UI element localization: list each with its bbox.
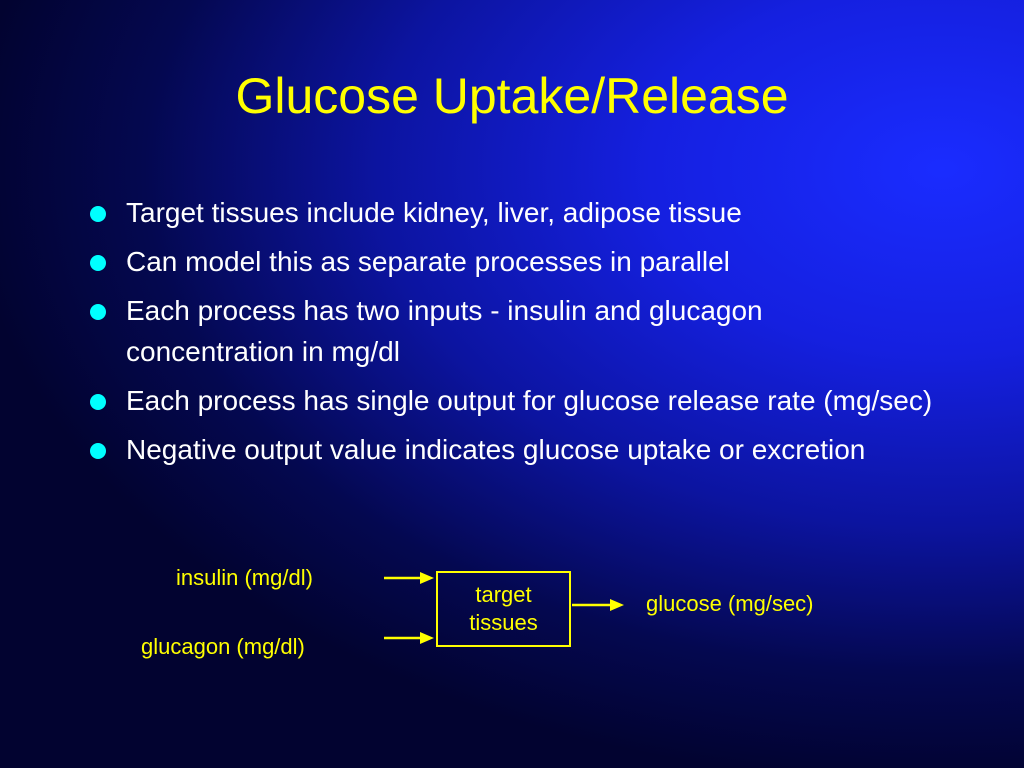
output-arrow-icon	[572, 599, 624, 611]
insulin-arrow-icon	[384, 572, 434, 584]
bullet-text: Can model this as separate processes in …	[126, 246, 730, 277]
bullet-dot-icon	[90, 443, 106, 459]
glucose-output-label: glucose (mg/sec)	[646, 591, 814, 616]
bullet-item: Each process has single output for gluco…	[88, 380, 938, 421]
bullet-dot-icon	[90, 394, 106, 410]
glucagon-input-label: glucagon (mg/dl)	[141, 634, 305, 659]
bullet-text: Target tissues include kidney, liver, ad…	[126, 197, 742, 228]
bullet-text: Negative output value indicates glucose …	[126, 434, 866, 465]
bullet-text: Each process has single output for gluco…	[126, 385, 933, 416]
bullet-item: Can model this as separate processes in …	[88, 241, 938, 282]
slide-title: Glucose Uptake/Release	[235, 68, 789, 124]
bullet-list: Target tissues include kidney, liver, ad…	[88, 192, 938, 478]
bullet-dot-icon	[90, 304, 106, 320]
insulin-input-label: insulin (mg/dl)	[176, 565, 313, 590]
box-line-2: tissues	[469, 610, 538, 635]
bullet-text: Each process has two inputs - insulin an…	[126, 295, 763, 367]
bullet-dot-icon	[90, 206, 106, 222]
glucagon-arrow-icon	[384, 632, 434, 644]
target-tissues-label: target tissues	[469, 581, 537, 637]
bullet-item: Target tissues include kidney, liver, ad…	[88, 192, 938, 233]
box-line-1: target	[475, 582, 532, 607]
bullet-item: Each process has two inputs - insulin an…	[88, 290, 938, 372]
bullet-item: Negative output value indicates glucose …	[88, 429, 938, 470]
target-tissues-box: target tissues	[436, 571, 571, 647]
bullet-dot-icon	[90, 255, 106, 271]
